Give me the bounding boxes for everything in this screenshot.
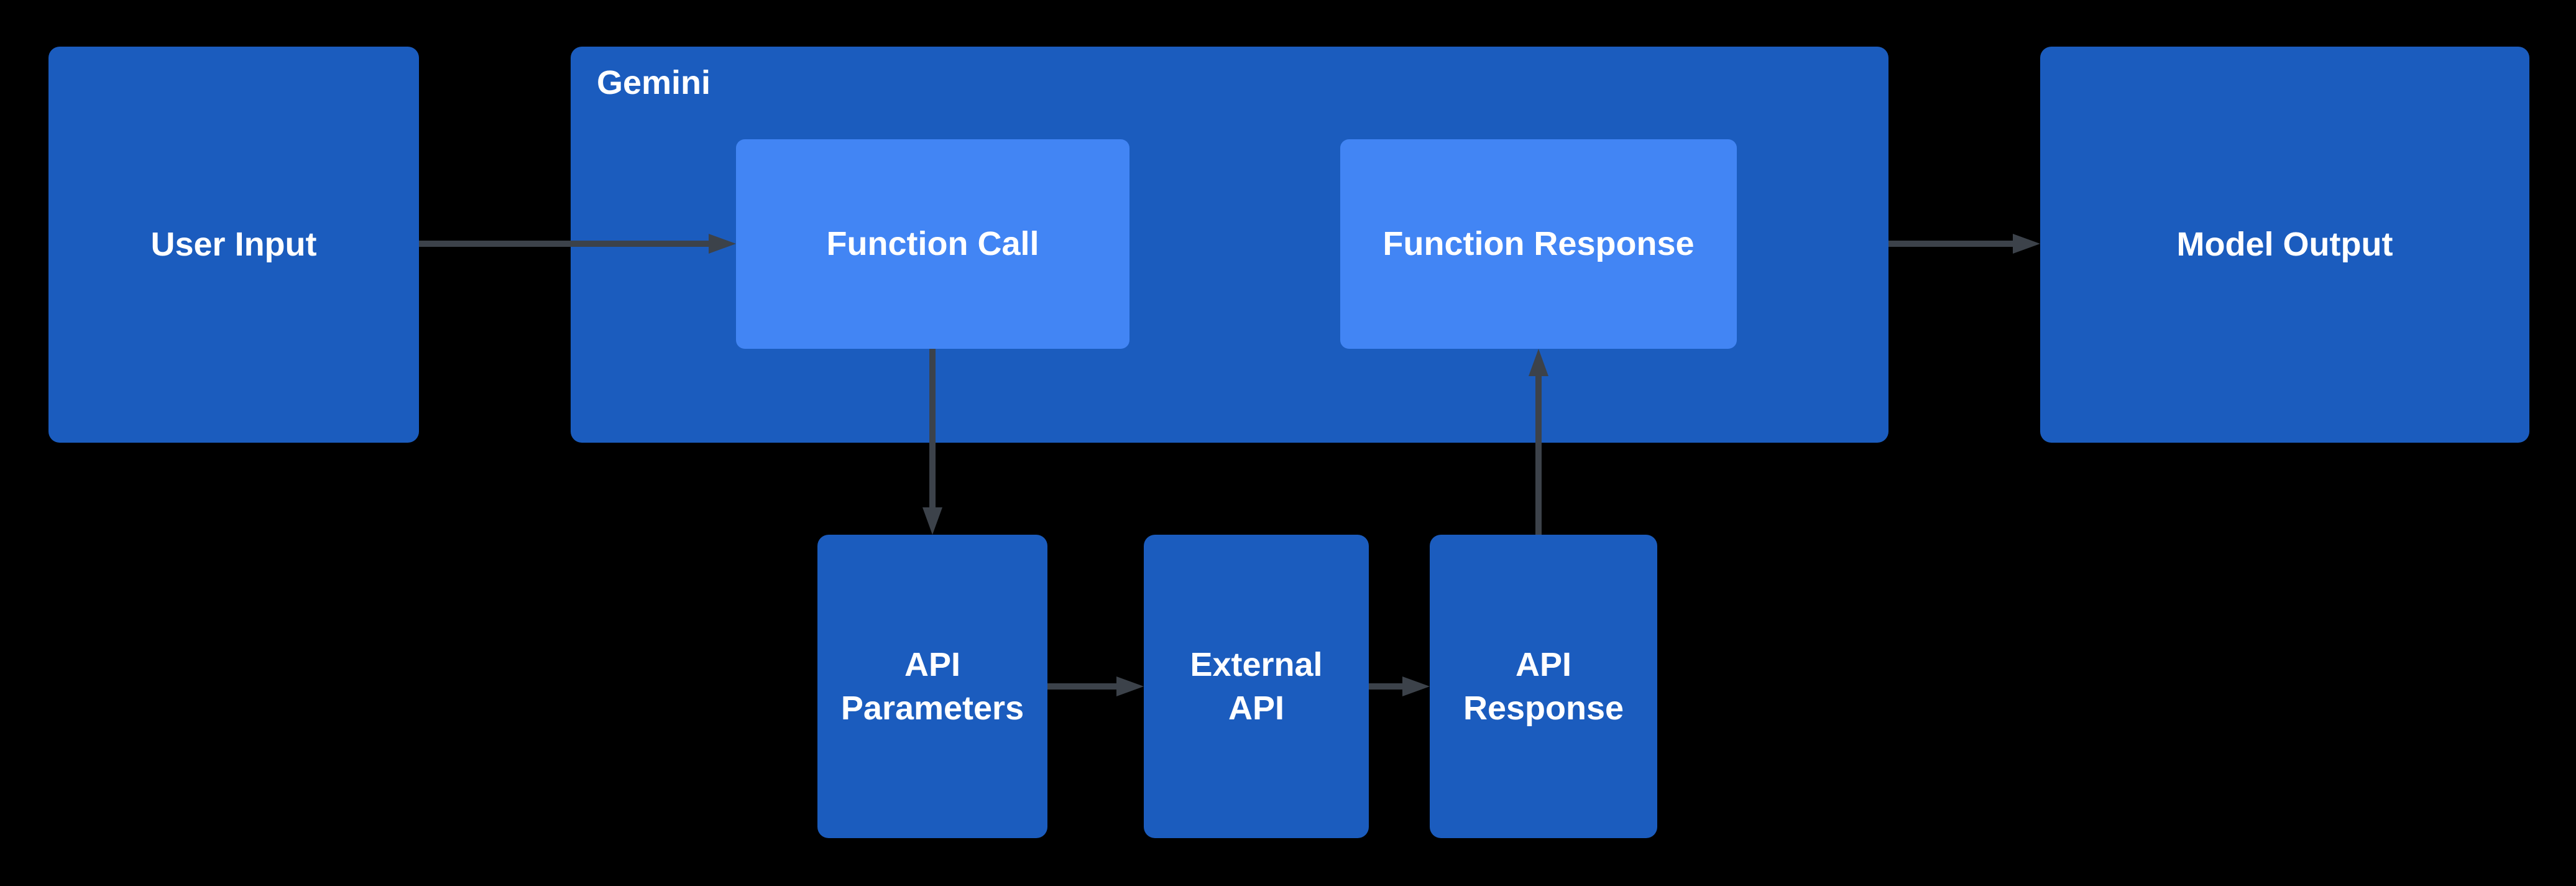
arrowhead-right-icon (1402, 676, 1430, 696)
arrowhead-right-icon (2013, 234, 2040, 254)
node-gemini-label: Gemini (597, 64, 711, 101)
arrow-line (1369, 683, 1402, 690)
arrow-line (419, 241, 709, 247)
node-api-parameters: API Parameters (817, 535, 1047, 838)
arrowhead-down-icon (922, 507, 942, 535)
arrowhead-up-icon (1529, 349, 1548, 376)
node-function-response: Function Response (1340, 139, 1737, 349)
arrow-line (929, 349, 936, 507)
node-function-response-label: Function Response (1382, 225, 1695, 263)
node-external-api-label: External API (1190, 645, 1323, 727)
node-user-input: User Input (48, 47, 419, 443)
node-api-parameters-label: API Parameters (840, 645, 1024, 727)
node-function-call-label: Function Call (826, 225, 1039, 263)
node-external-api: External API (1144, 535, 1369, 838)
arrow-line (1047, 683, 1116, 690)
node-model-output: Model Output (2040, 47, 2529, 443)
node-function-call: Function Call (736, 139, 1129, 349)
arrowhead-right-icon (1116, 676, 1144, 696)
arrow-line (1888, 241, 2013, 247)
node-api-response-label: API Response (1463, 645, 1624, 727)
node-model-output-label: Model Output (2176, 226, 2393, 264)
arrow-line (1535, 376, 1542, 535)
arrowhead-right-icon (709, 234, 736, 254)
node-api-response: API Response (1430, 535, 1657, 838)
node-user-input-label: User Input (150, 226, 317, 264)
